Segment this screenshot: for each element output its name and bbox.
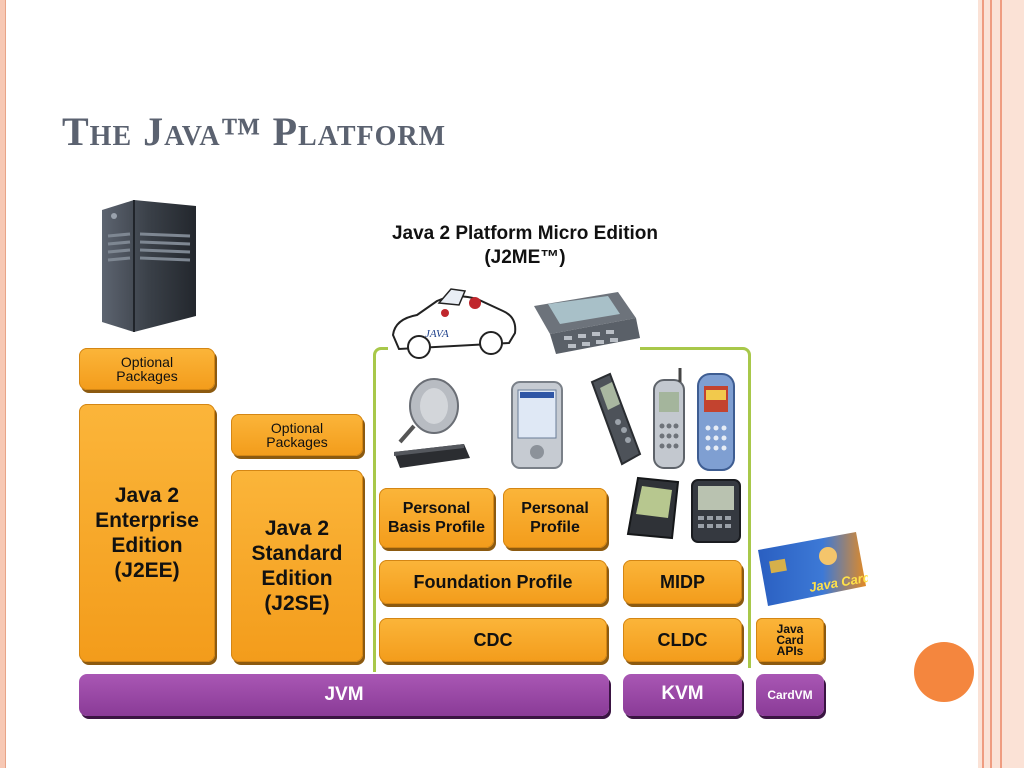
cdc-label: CDC (473, 630, 513, 650)
j2me-title-line: (J2ME™) (484, 247, 566, 268)
midp-block: MIDP (623, 560, 742, 604)
cardvm-label: CardVM (767, 688, 813, 702)
j2se-optional-label: Optional Packages (266, 420, 328, 450)
frame-line (982, 0, 984, 768)
j2se-line: Edition (261, 567, 333, 590)
j2se-block: Java 2 Standard Edition (J2SE) (231, 470, 363, 662)
pda-image (511, 381, 563, 469)
personal-profile: Personal Profile (503, 488, 607, 548)
car-image: JAVA (391, 288, 517, 359)
communicator-image (534, 292, 640, 354)
midp-label: MIDP (660, 572, 705, 592)
personal-basis-profile: Personal Basis Profile (379, 488, 494, 548)
j2me-title: Java 2 Platform Micro Edition (J2ME™) (340, 222, 710, 270)
personal-basis-line: Personal (402, 500, 471, 517)
frame-line (990, 0, 992, 768)
phone-image (590, 372, 642, 466)
phone-image (697, 373, 735, 471)
j2ee-line: (J2EE) (114, 559, 180, 582)
palm-device-image (626, 476, 680, 540)
j2ee-block: Java 2 Enterprise Edition (J2EE) (79, 404, 215, 662)
personal-basis-line: Basis Profile (388, 519, 485, 536)
frame-line (1000, 0, 1002, 768)
java-card-image: Java Card (758, 532, 868, 606)
j2me-title-line: Java 2 Platform Micro Edition (391, 223, 659, 244)
foundation-profile-label: Foundation Profile (413, 572, 573, 592)
j2se-optional-packages: Optional Packages (231, 414, 363, 456)
j2ee-optional-label: Optional Packages (116, 354, 178, 384)
java-card-apis: Java Card APIs (756, 618, 824, 662)
jvm-bar: JVM (79, 674, 609, 716)
personal-profile-line: Profile (530, 519, 580, 536)
phone-image (653, 368, 685, 469)
blackberry-image (691, 479, 741, 543)
accent-circle (914, 642, 974, 702)
j2me-bracket-left (373, 347, 388, 672)
slide-title: The Java™ Platform (62, 109, 447, 154)
cardvm-bar: CardVM (756, 674, 824, 716)
cldc-block: CLDC (623, 618, 742, 662)
slide-frame-left (0, 0, 6, 768)
kvm-label: KVM (661, 683, 704, 704)
java-card-apis-line: Card (776, 632, 804, 647)
cldc-label: CLDC (657, 630, 708, 650)
java-card-apis-line: APIs (776, 643, 804, 658)
j2ee-line: Java 2 (114, 484, 180, 507)
j2se-line: Standard (251, 542, 343, 565)
car-label: JAVA (425, 328, 449, 340)
slide-frame-right (978, 0, 1024, 768)
kvm-bar: KVM (623, 674, 742, 716)
j2se-line: Java 2 (264, 517, 330, 540)
j2se-line: (J2SE) (264, 592, 330, 615)
j2ee-line: Enterprise (95, 509, 199, 532)
foundation-profile: Foundation Profile (379, 560, 607, 604)
server-image (102, 200, 196, 332)
cdc-block: CDC (379, 618, 607, 662)
satellite-tv-image (394, 378, 470, 468)
personal-profile-line: Personal (521, 500, 589, 517)
jvm-label: JVM (324, 684, 364, 705)
j2me-bracket-right (640, 347, 751, 668)
java-card-apis-line: Java (776, 621, 804, 636)
j2ee-optional-packages: Optional Packages (79, 348, 215, 390)
j2ee-line: Edition (111, 534, 183, 557)
